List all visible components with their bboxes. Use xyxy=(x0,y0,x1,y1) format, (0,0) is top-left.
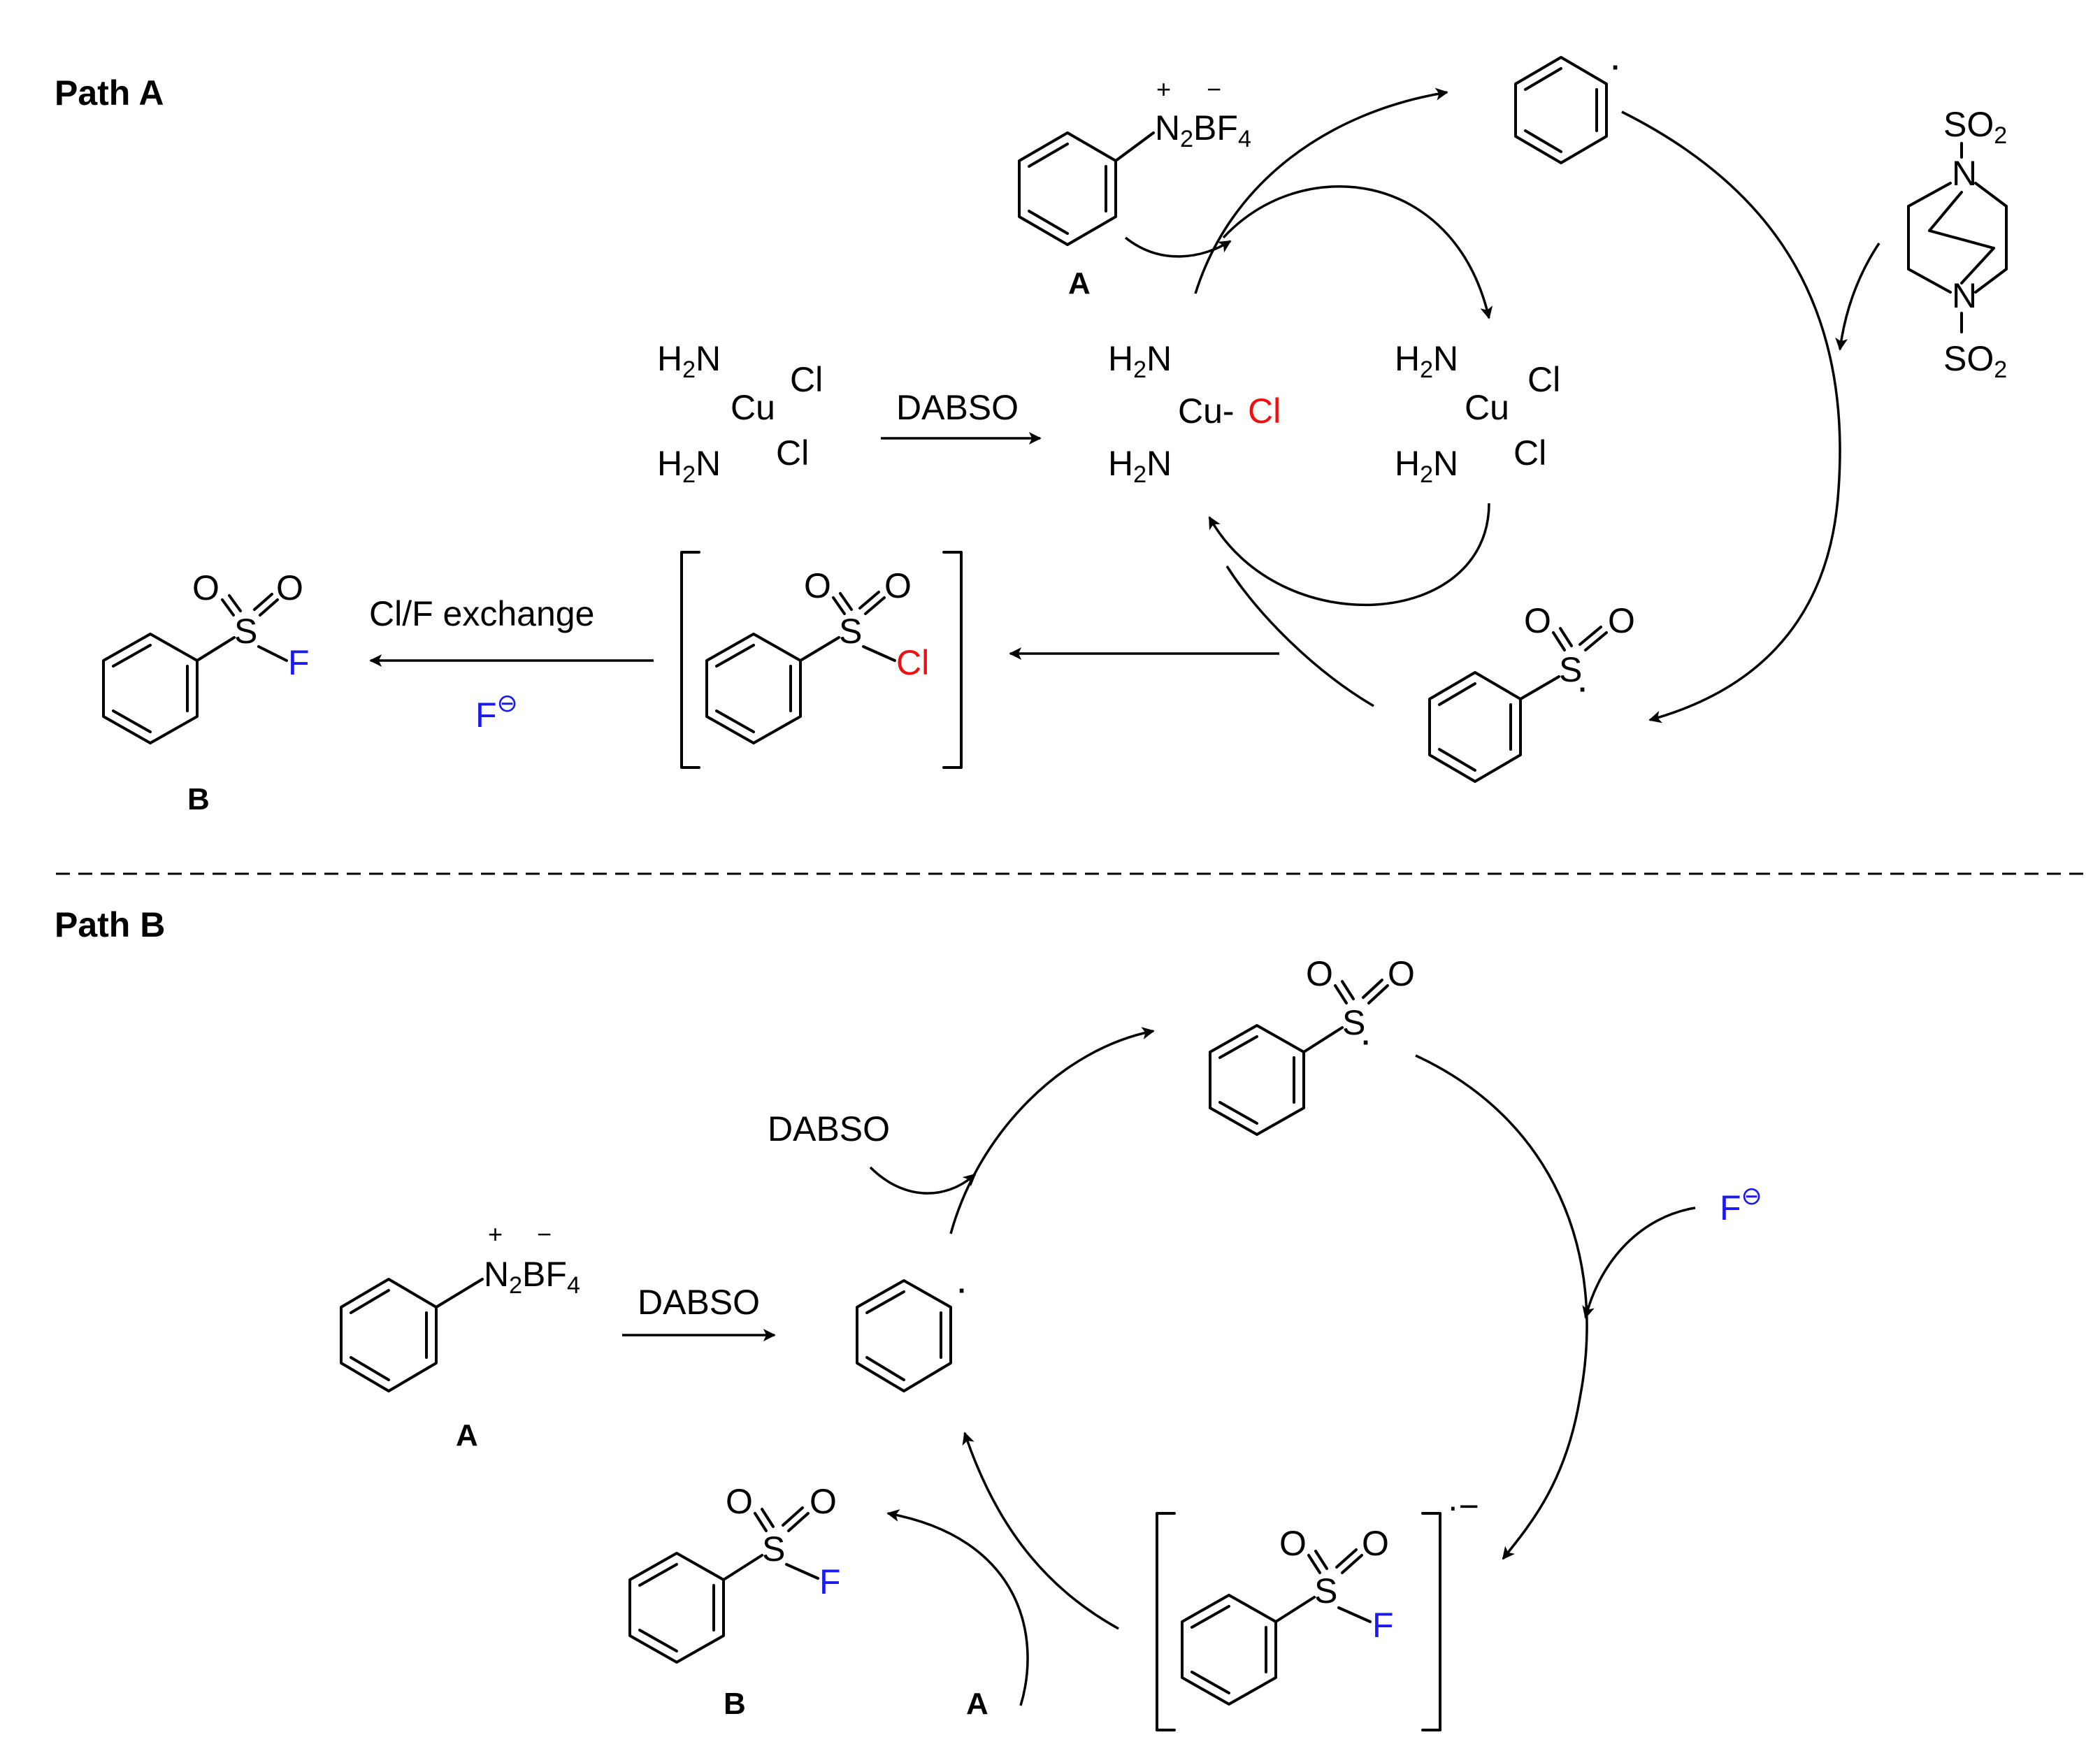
h2n-lower: H2N xyxy=(1395,444,1458,488)
sulfonyl-fluoride-product: S O O F xyxy=(628,1482,841,1664)
oxygen-left: O xyxy=(804,566,831,605)
oxygen-left: O xyxy=(192,568,220,607)
h2n-upper: H2N xyxy=(1395,339,1458,383)
atom-n: N2BF4 xyxy=(484,1255,580,1299)
cu-atom: Cu xyxy=(1465,388,1509,427)
arrow-diazonium-in xyxy=(1124,236,1232,258)
cl-upper: Cl xyxy=(1527,360,1560,399)
oxygen-left: O xyxy=(1279,1524,1307,1563)
sulfur-atom: S xyxy=(839,612,862,651)
cucl2-diamine-right: H2N Cu Cl Cl H2N xyxy=(1395,339,1560,488)
cl-upper: Cl xyxy=(790,360,823,399)
cl-red: Cl xyxy=(1248,391,1281,431)
oxygen-left: O xyxy=(1306,954,1333,993)
minus-charge: − xyxy=(1207,75,1221,103)
so2-top: SO2 xyxy=(1943,105,2007,149)
atom-n-top: N xyxy=(1952,154,1977,193)
path-a-title: Path A xyxy=(55,73,164,113)
arrow-sulfonyl-return xyxy=(1225,565,1374,707)
radical-anion-charge: ·− xyxy=(1447,1487,1479,1526)
fluoride-anion: F⊖ xyxy=(1720,1181,1762,1227)
compound-label-b: B xyxy=(187,782,210,816)
arrow-to-radical-anion xyxy=(1415,1054,1588,1560)
bracket-right xyxy=(1421,1512,1441,1731)
arrow-to-product-b xyxy=(886,1509,1029,1706)
h2n-lower: H2N xyxy=(1108,444,1172,488)
chlorine-atom: Cl xyxy=(896,643,929,682)
fluorine-atom: F xyxy=(288,643,310,682)
path-b: Path B N2BF4 + − A DABSO · DABSO xyxy=(55,905,1762,1731)
dabso-side-label: DABSO xyxy=(768,1109,890,1148)
cucl2-diamine-left: H2N Cu Cl Cl H2N xyxy=(657,339,823,488)
sulfonyl-fluoride-radical-anion: S O O F ·− xyxy=(1156,1487,1479,1731)
radical-dot: · xyxy=(1611,52,1620,83)
plus-charge: + xyxy=(1156,75,1171,103)
phenyl-radical: · xyxy=(1514,52,1620,164)
fluorine-atom: F xyxy=(1372,1606,1394,1645)
oxygen-right: O xyxy=(810,1482,837,1521)
sulfonyl-chloride-intermediate: S O O Cl xyxy=(680,551,963,769)
arrow-to-phenyl-radical xyxy=(962,1432,1119,1630)
radical-dot: · xyxy=(1362,1028,1371,1058)
cu-dash: Cu- xyxy=(1178,391,1235,431)
sulfur-atom: S xyxy=(762,1529,785,1569)
h2n-upper: H2N xyxy=(1108,339,1172,383)
arrow-fluoride-in xyxy=(1582,1206,1696,1319)
oxygen-right: O xyxy=(276,568,303,607)
dabso-arrow-label: DABSO xyxy=(896,388,1019,427)
diazonium-salt-a: N2BF4 + − xyxy=(340,1220,580,1392)
atom-n-bottom: N xyxy=(1952,276,1977,315)
arrow-dabso-in xyxy=(869,1166,977,1195)
sulfur-atom: S xyxy=(1559,650,1582,689)
sulfonyl-radical: S O O · xyxy=(1428,601,1635,783)
cu-atom: Cu xyxy=(731,388,775,427)
dabso-arrow-label: DABSO xyxy=(638,1283,760,1322)
fluorine-atom: F xyxy=(819,1562,841,1601)
compound-label-a: A xyxy=(456,1418,478,1453)
fluoride-anion: F⊖ xyxy=(475,689,518,735)
bracket-left xyxy=(1156,1512,1176,1731)
oxygen-right: O xyxy=(1608,601,1635,640)
sulfonyl-radical: S O O · xyxy=(1209,954,1415,1136)
phenyl-radical: · xyxy=(856,1276,967,1392)
oxygen-right: O xyxy=(884,566,912,605)
plus-charge: + xyxy=(488,1220,503,1248)
path-a: Path A N2BF4 + − A · SO2 N xyxy=(55,52,2008,816)
sulfur-atom: S xyxy=(1342,1003,1365,1042)
minus-charge: − xyxy=(537,1220,552,1248)
compound-label-b: B xyxy=(724,1687,746,1721)
dabso-structure: SO2 N N SO2 xyxy=(1907,105,2008,383)
exchange-label: Cl/F exchange xyxy=(369,594,594,633)
arrow-to-sulfonyl-radical xyxy=(949,1027,1155,1234)
bracket-right xyxy=(942,551,963,769)
path-b-title: Path B xyxy=(55,905,165,944)
atom-n: N2BF4 xyxy=(1155,108,1251,152)
oxygen-left: O xyxy=(1524,601,1551,640)
cucl-diamine: H2N Cu- Cl H2N xyxy=(1108,339,1281,488)
radical-dot: · xyxy=(958,1276,967,1306)
sulfonyl-fluoride-product: S O O F xyxy=(102,568,310,744)
radical-dot: · xyxy=(1578,675,1588,705)
cl-lower: Cl xyxy=(776,433,809,473)
bracket-left xyxy=(680,551,700,769)
oxygen-right: O xyxy=(1388,954,1415,993)
arrow-cu-oxidation xyxy=(1222,185,1493,319)
arrow-cu-reduction xyxy=(1208,503,1490,607)
h2n-upper: H2N xyxy=(657,339,721,383)
arrow-so2-capture xyxy=(1621,110,1841,723)
sulfur-atom: S xyxy=(234,612,257,651)
oxygen-right: O xyxy=(1362,1524,1389,1563)
compound-label-a: A xyxy=(1068,266,1091,301)
so2-bottom: SO2 xyxy=(1943,339,2007,383)
diazonium-salt-a: N2BF4 + − xyxy=(1018,75,1251,246)
oxygen-left: O xyxy=(726,1482,753,1521)
arrow-dabso-in xyxy=(1835,243,1880,351)
h2n-lower: H2N xyxy=(657,444,721,488)
sulfur-atom: S xyxy=(1314,1571,1337,1611)
compound-label-a: A xyxy=(966,1687,988,1721)
cl-lower: Cl xyxy=(1513,433,1546,473)
